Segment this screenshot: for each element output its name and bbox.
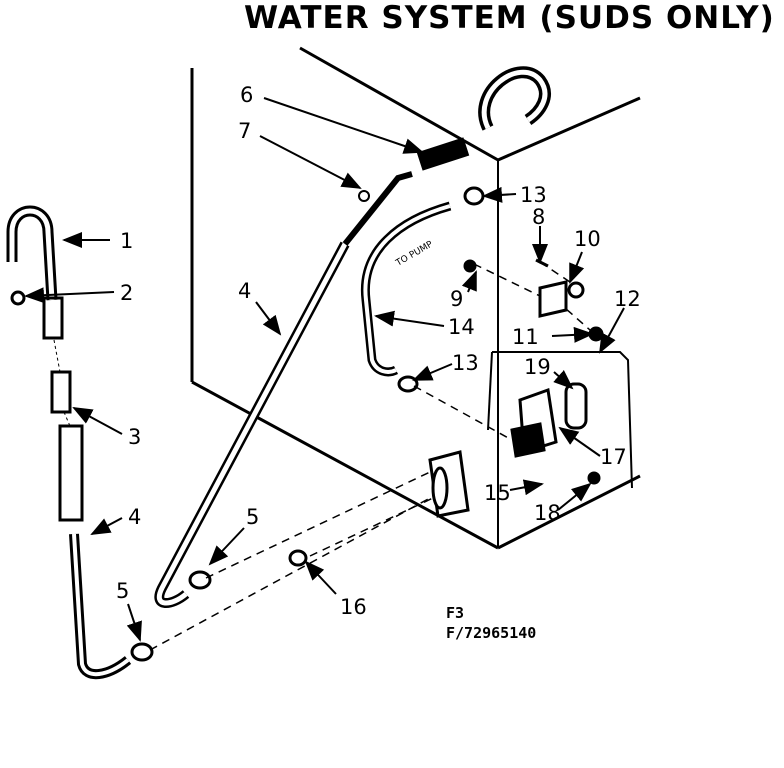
callout-7: 7 bbox=[238, 119, 251, 143]
pump-bracket bbox=[487, 351, 633, 489]
figure-code: F3 bbox=[446, 604, 464, 622]
callout-17: 17 bbox=[600, 445, 627, 469]
callout-9: 9 bbox=[450, 287, 463, 311]
leader-lines bbox=[24, 97, 625, 642]
callout-16: 16 bbox=[340, 595, 367, 619]
callout-5-left: 5 bbox=[116, 579, 129, 603]
callout-4-mid: 4 bbox=[238, 279, 251, 303]
callout-18: 18 bbox=[534, 501, 561, 525]
callout-3: 3 bbox=[128, 425, 141, 449]
page-title: WATER SYSTEM (SUDS ONLY) bbox=[244, 0, 775, 36]
part-code: F/72965140 bbox=[446, 624, 536, 642]
top-hose bbox=[416, 66, 551, 171]
callout-6: 6 bbox=[240, 83, 253, 107]
callout-8: 8 bbox=[532, 205, 545, 229]
cabinet-outline bbox=[190, 46, 641, 550]
callout-2: 2 bbox=[120, 281, 133, 305]
callout-13-bottom: 13 bbox=[452, 351, 479, 375]
pump-hose-14 bbox=[360, 201, 452, 377]
long-hose-4 bbox=[154, 171, 413, 608]
callout-4-left: 4 bbox=[128, 505, 141, 529]
callout-labels: 1 2 3 4 5 5 4 6 7 13 8 10 9 12 11 14 13 … bbox=[116, 83, 641, 619]
callout-5-mid: 5 bbox=[246, 505, 259, 529]
callout-11: 11 bbox=[512, 325, 539, 349]
callout-19: 19 bbox=[524, 355, 551, 379]
callout-14: 14 bbox=[448, 315, 475, 339]
callout-12: 12 bbox=[614, 287, 641, 311]
to-pump-label: TO PUMP bbox=[394, 239, 436, 269]
pump-assembly bbox=[428, 258, 604, 518]
callout-1: 1 bbox=[120, 229, 133, 253]
callout-15: 15 bbox=[484, 481, 511, 505]
callout-10: 10 bbox=[574, 227, 601, 251]
left-hose-assembly bbox=[6, 205, 132, 680]
callout-13-top: 13 bbox=[520, 183, 547, 207]
clamps bbox=[10, 186, 485, 662]
